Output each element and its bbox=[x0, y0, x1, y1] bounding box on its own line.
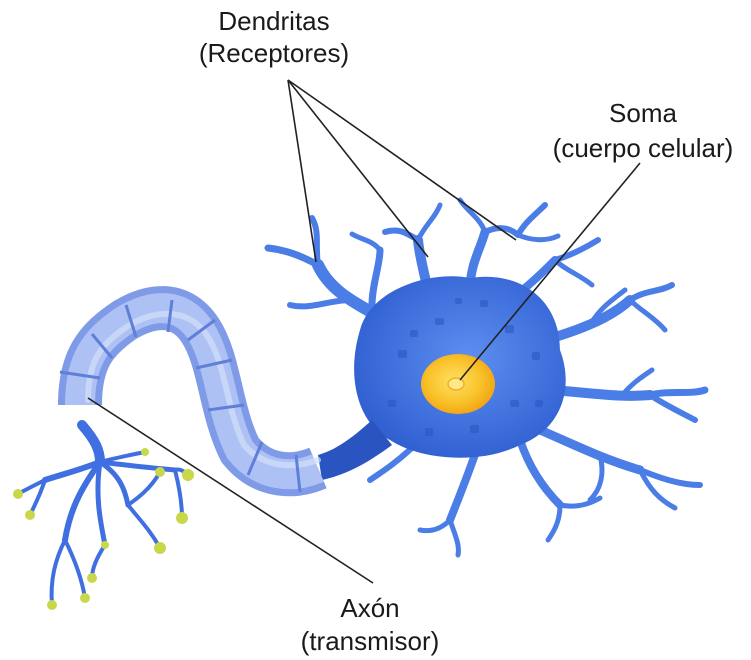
label-soma-title: Soma bbox=[609, 98, 677, 128]
label-dendrites-title: Dendritas bbox=[218, 6, 329, 36]
label-axon: Axón (transmisor) bbox=[301, 593, 440, 656]
label-soma: Soma (cuerpo celular) bbox=[553, 98, 734, 163]
label-dendrites-subtitle: (Receptores) bbox=[199, 38, 349, 68]
label-axon-title: Axón bbox=[340, 593, 399, 623]
nucleolus bbox=[448, 378, 464, 390]
axon-terminals bbox=[18, 425, 188, 605]
neuron-illustration bbox=[13, 200, 705, 610]
label-soma-subtitle: (cuerpo celular) bbox=[553, 133, 734, 163]
label-axon-subtitle: (transmisor) bbox=[301, 626, 440, 656]
label-dendrites: Dendritas (Receptores) bbox=[199, 6, 349, 68]
